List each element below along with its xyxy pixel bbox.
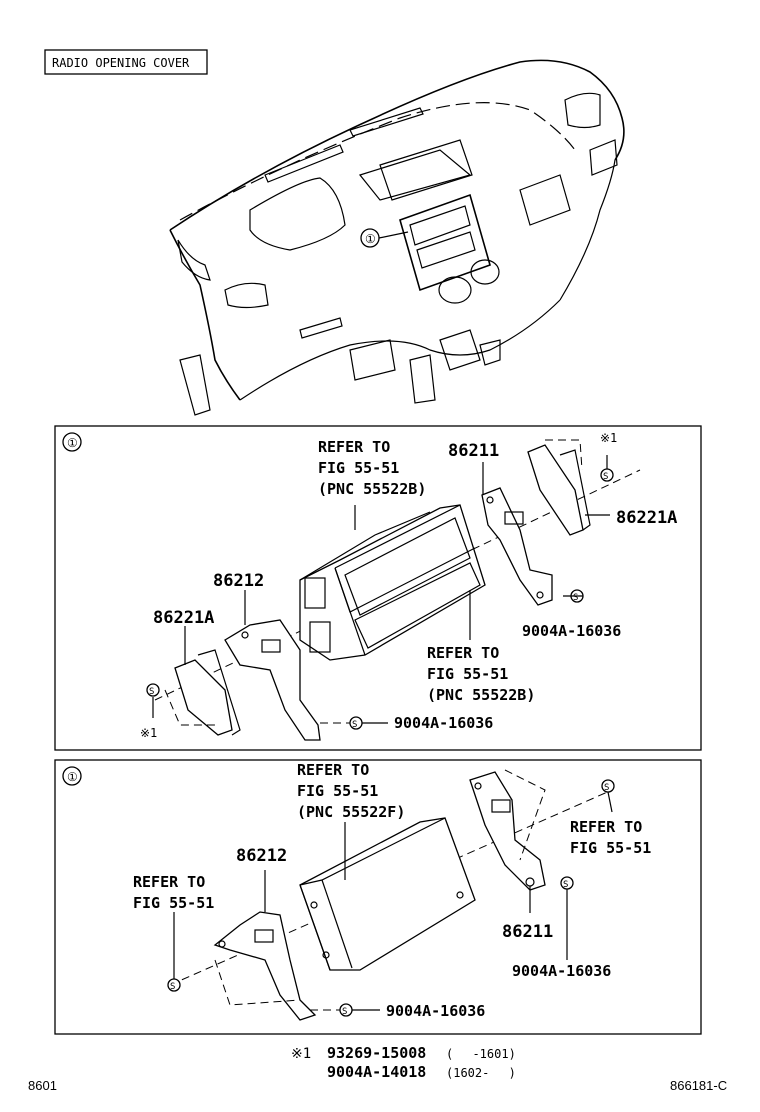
p1-part-86221a-right: 86221A xyxy=(616,508,677,528)
bracket-86221a-right xyxy=(527,439,591,536)
p2-refer-top-3: (PNC 55522F) xyxy=(297,803,405,821)
svg-text:S: S xyxy=(170,982,175,992)
p2-refer-left-2: FIG 55-51 xyxy=(133,894,214,912)
p1-refer-bottom-2: FIG 55-51 xyxy=(427,665,508,683)
footer-left-code: 8601 xyxy=(28,1078,57,1093)
radio-opening-box-single xyxy=(299,817,476,971)
panel-1: ① xyxy=(54,425,702,751)
p2-refer-top-1: REFER TO xyxy=(297,761,369,779)
svg-text:S: S xyxy=(604,783,609,793)
p2-refer-right-2: FIG 55-51 xyxy=(570,839,651,857)
p2-part-86212: 86212 xyxy=(236,846,287,866)
svg-text:S: S xyxy=(563,880,568,890)
footnote-line2-range: (1602- ) xyxy=(446,1066,516,1080)
footnote-line2-part: 9004A-14018 xyxy=(327,1063,426,1081)
p1-refer-top-2: FIG 55-51 xyxy=(318,459,399,477)
dashboard-illustration: ① xyxy=(169,59,625,416)
svg-text:S: S xyxy=(342,1007,347,1017)
footnote-line1-part: 93269-15008 xyxy=(327,1044,426,1062)
radio-opening-box xyxy=(299,504,486,661)
dash-callout-1: ① xyxy=(365,232,376,246)
p1-screw-bottom-label: 9004A-16036 xyxy=(394,714,493,732)
p1-refer-top-1: REFER TO xyxy=(318,438,390,456)
footer-right-code: 866181-C xyxy=(670,1078,727,1093)
panel-2-callout: ① xyxy=(67,770,78,784)
p2-refer-left-1: REFER TO xyxy=(133,873,205,891)
p2-refer-right-1: REFER TO xyxy=(570,818,642,836)
bracket-86212-p2 xyxy=(213,911,317,1021)
p1-note-mark-left: ※1 xyxy=(140,726,157,740)
panel-1-callout: ① xyxy=(67,436,78,450)
p1-refer-top-3: (PNC 55522B) xyxy=(318,480,426,498)
p1-part-86221a-left: 86221A xyxy=(153,608,214,628)
bracket-86211-p2 xyxy=(469,769,546,891)
bracket-86221a-left xyxy=(164,649,241,736)
svg-text:S: S xyxy=(573,593,578,603)
title-box: RADIO OPENING COVER xyxy=(44,49,208,75)
footnote-mark: ※1 xyxy=(291,1046,311,1062)
p1-part-86211: 86211 xyxy=(448,441,499,461)
p1-part-86212: 86212 xyxy=(213,571,264,591)
p1-screw-right-label: 9004A-16036 xyxy=(522,622,621,640)
bracket-86211-right xyxy=(481,487,553,606)
p2-screw-bottom-label: 9004A-16036 xyxy=(386,1002,485,1020)
p2-refer-top-2: FIG 55-51 xyxy=(297,782,378,800)
bracket-86212-left xyxy=(224,619,321,741)
p2-screw-right-label: 9004A-16036 xyxy=(512,962,611,980)
p1-refer-bottom-1: REFER TO xyxy=(427,644,499,662)
panel-2: ① S xyxy=(54,759,702,1035)
title-box-text: RADIO OPENING COVER xyxy=(52,56,190,70)
footnote: ※1 93269-15008 ( -1601) 9004A-14018 (160… xyxy=(291,1044,516,1081)
footnote-line1-range: ( -1601) xyxy=(446,1047,516,1061)
p1-note-mark-right: ※1 xyxy=(600,431,617,445)
p1-refer-bottom-3: (PNC 55522B) xyxy=(427,686,535,704)
p2-part-86211: 86211 xyxy=(502,922,553,942)
svg-text:S: S xyxy=(149,687,154,697)
svg-text:S: S xyxy=(352,720,357,730)
svg-text:S: S xyxy=(603,472,608,482)
